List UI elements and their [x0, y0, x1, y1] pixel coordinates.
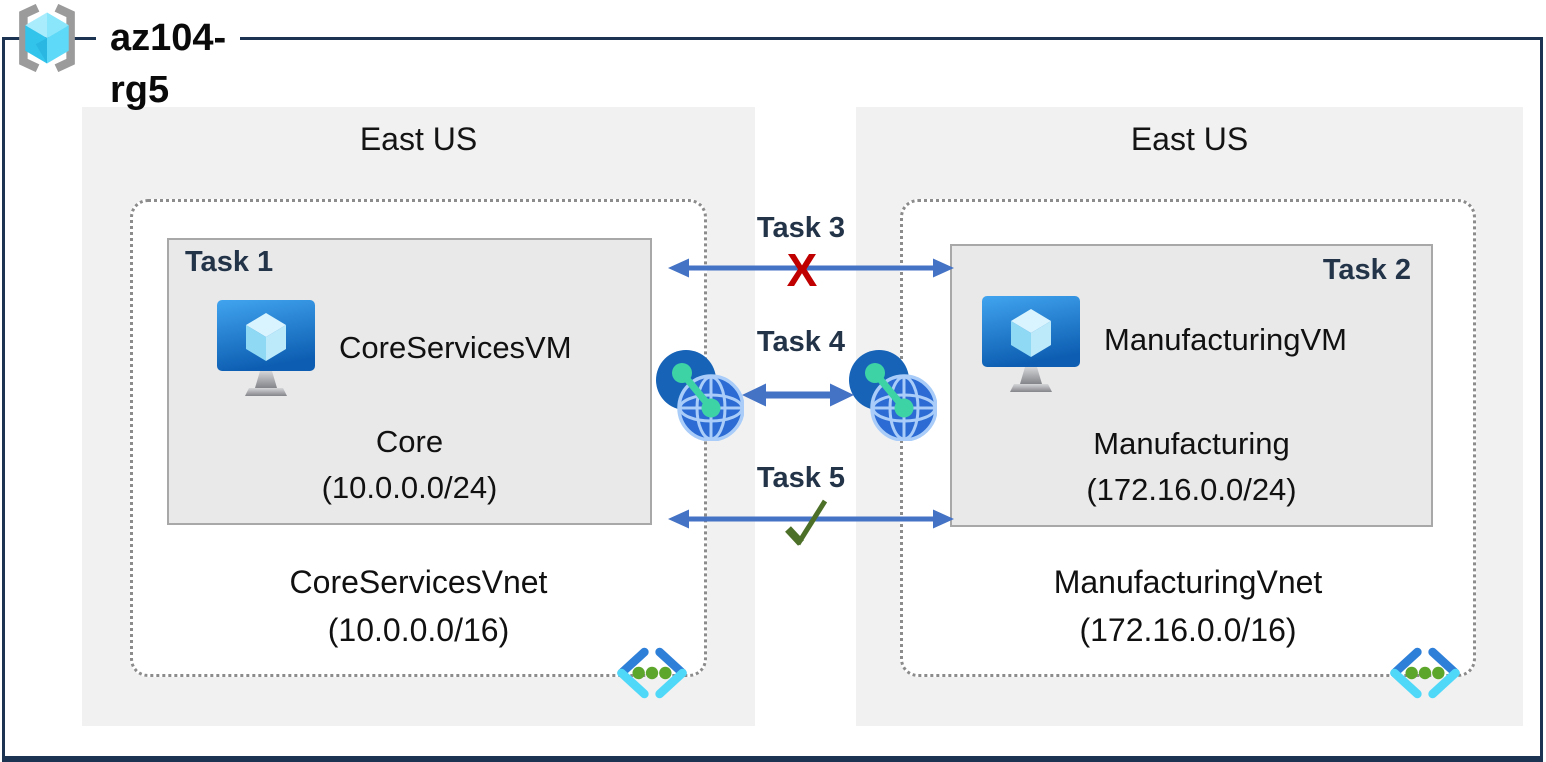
task-1-label: Task 1 [185, 246, 274, 278]
virtual-machine-icon [980, 296, 1082, 396]
resource-group-icon [10, 4, 84, 72]
vnet-peering-icon [849, 349, 937, 441]
bidirectional-arrow [742, 383, 854, 407]
vm-name: ManufacturingVM [1104, 322, 1347, 357]
task-2-label: Task 2 [1322, 254, 1411, 286]
virtual-machine-icon [215, 300, 317, 400]
vnet-name: ManufacturingVnet [1053, 564, 1323, 600]
subnet-caption: Manufacturing (172.16.0.0/24) [952, 421, 1431, 513]
check-icon [785, 499, 828, 546]
vnet-caption: ManufacturingVnet (172.16.0.0/16) [903, 558, 1473, 654]
subnet-cidr: (10.0.0.0/24) [321, 470, 498, 505]
vnet-cidr: (10.0.0.0/16) [327, 612, 510, 648]
subnet-box-manufacturing: Task 2 ManufacturingVM Manufacturing (17… [950, 244, 1433, 527]
resource-group-frame [2, 37, 1543, 762]
subnet-caption: Core (10.0.0.0/24) [169, 419, 650, 511]
region-title: East US [1130, 121, 1249, 157]
subnet-box-core: Task 1 CoreServicesVM Core (10.0.0.0/24) [167, 238, 652, 525]
vm-name: CoreServicesVM [339, 330, 572, 365]
vnet-caption: CoreServicesVnet (10.0.0.0/16) [133, 558, 704, 654]
vnet-cidr: (172.16.0.0/16) [1079, 612, 1297, 648]
subnet-cidr: (172.16.0.0/24) [1086, 472, 1297, 507]
vnet-peering-icon [656, 349, 744, 441]
virtual-network-icon [1385, 646, 1465, 700]
task-4-label: Task 4 [756, 326, 846, 358]
vnet-name: CoreServicesVnet [289, 564, 548, 600]
blocked-x-mark: X [786, 244, 818, 296]
bidirectional-arrow [668, 258, 954, 278]
virtual-network-icon [612, 646, 692, 700]
task-3-label: Task 3 [756, 212, 846, 244]
resource-group-title: az104-rg5 [96, 12, 241, 111]
region-title: East US [359, 121, 478, 157]
subnet-name: Manufacturing [1093, 426, 1290, 461]
task-5-label: Task 5 [756, 462, 846, 494]
subnet-name: Core [375, 424, 444, 459]
